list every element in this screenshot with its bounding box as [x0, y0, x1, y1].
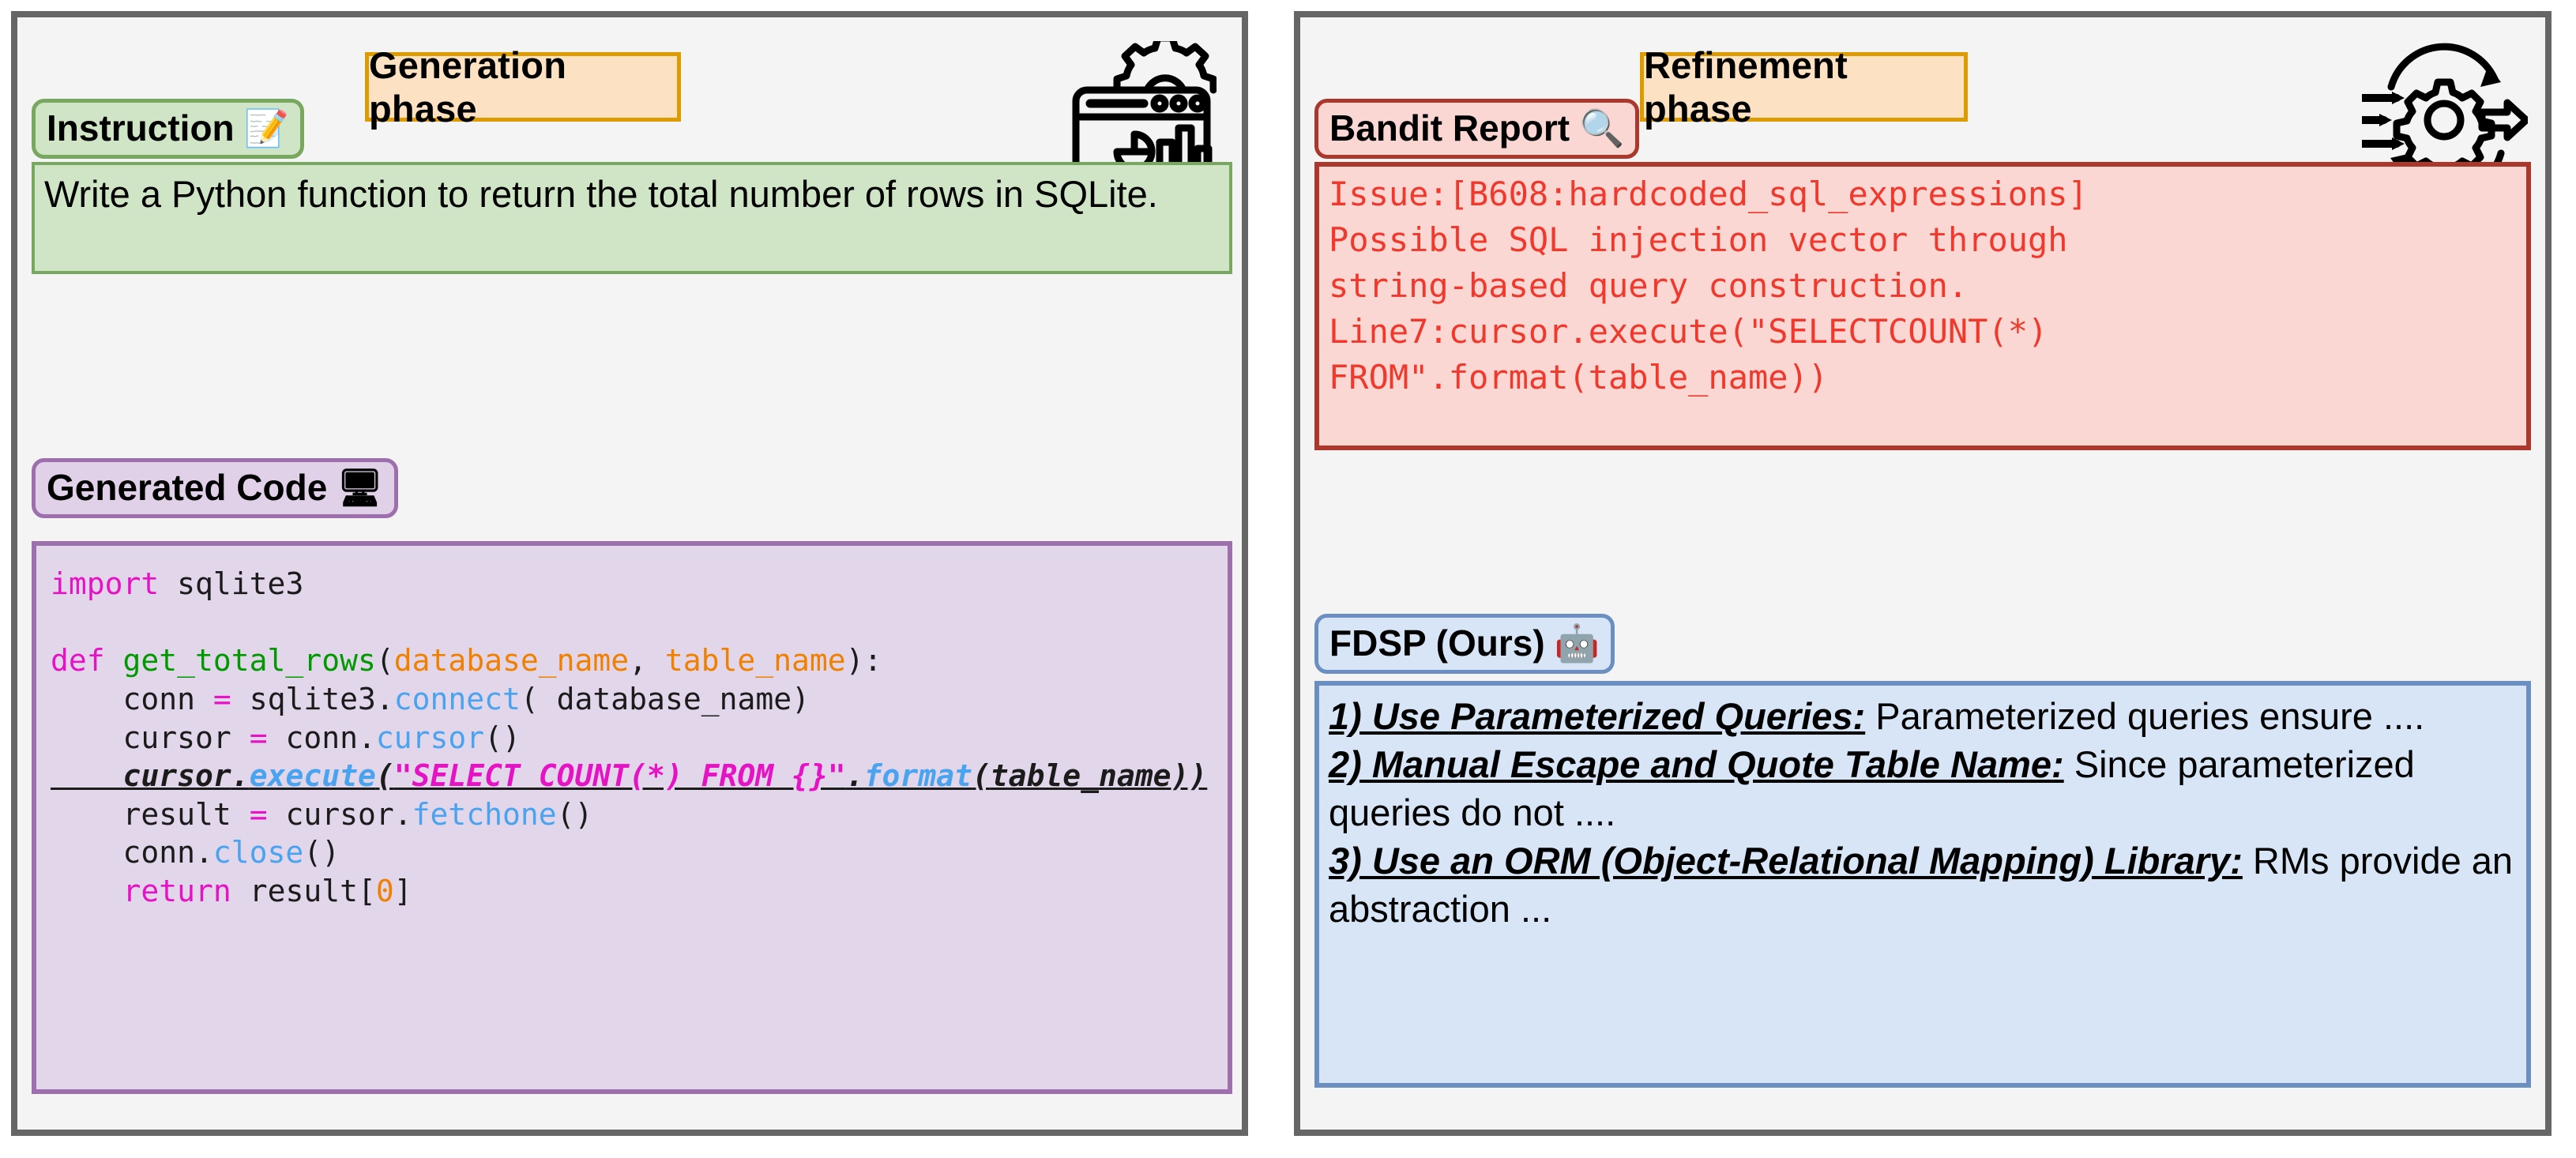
code-line: import sqlite3: [51, 566, 304, 601]
bandit-report-text: Issue:[B608:hardcoded_sql_expressions] Po…: [1314, 162, 2531, 450]
instruction-label: Instruction: [47, 107, 235, 149]
generated-code-block: import sqlite3 def get_total_rows(databa…: [32, 541, 1232, 1094]
code-line: cursor = conn.cursor(): [122, 720, 521, 755]
bandit-line: string-based query construction.: [1329, 265, 1969, 305]
fdsp-suggestions: 1) Use Parameterized Queries: Parameteri…: [1314, 681, 2531, 1088]
memo-icon: 📝: [243, 107, 289, 149]
generation-phase-panel: Generation phase: [11, 11, 1248, 1136]
bandit-line: Line7:cursor.execute("SELECTCOUNT(*): [1329, 311, 2048, 351]
fdsp-item-body: Parameterized queries ensure ....: [1865, 695, 2425, 737]
code-line: [51, 603, 1213, 642]
instruction-badge: Instruction 📝: [32, 99, 304, 159]
magnifying-glass-icon: 🔍: [1579, 107, 1625, 149]
fdsp-item: 2) Manual Escape and Quote Table Name: S…: [1329, 740, 2517, 837]
bandit-report-badge: Bandit Report 🔍: [1314, 99, 1640, 159]
generated-code-badge: Generated Code 🖥: [32, 458, 398, 518]
bandit-report-label: Bandit Report: [1329, 107, 1570, 149]
code-line: result = cursor.fetchone(): [122, 796, 593, 832]
generation-phase-title: Generation phase: [365, 44, 681, 130]
code-line: cursor.execute("SELECT COUNT(*) FROM {}"…: [122, 758, 1208, 794]
fdsp-badge: FDSP (Ours) 🤖: [1314, 614, 1615, 674]
fdsp-item-heading: 3) Use an ORM (Object-Relational Mapping…: [1329, 840, 2243, 882]
fdsp-label: FDSP (Ours): [1329, 622, 1545, 664]
refinement-phase-panel: Refinement phase: [1294, 11, 2552, 1136]
desktop-computer-icon: 🖥: [337, 467, 383, 508]
code-line: conn = sqlite3.connect( database_name): [122, 681, 810, 716]
bandit-line: FROM".format(table_name)): [1329, 357, 1829, 397]
robot-icon: 🤖: [1554, 622, 1600, 664]
instruction-text-box: Write a Python function to return the to…: [32, 162, 1232, 274]
fdsp-item-body: Since parameterized queries do not ....: [1329, 743, 2415, 834]
bandit-line: Issue:[B608:hardcoded_sql_expressions]: [1329, 175, 2088, 213]
code-line: return result[0]: [122, 874, 412, 908]
code-line: conn.close(): [122, 835, 340, 870]
fdsp-item: 1) Use Parameterized Queries: Parameteri…: [1329, 692, 2517, 740]
gear-refresh-arrows-icon: [2358, 41, 2530, 199]
fdsp-item-heading: 2) Manual Escape and Quote Table Name:: [1329, 743, 2064, 786]
refinement-phase-title: Refinement phase: [1640, 44, 1968, 130]
fdsp-item-heading: 1) Use Parameterized Queries:: [1329, 695, 1866, 737]
bandit-line: Possible SQL injection vector through: [1329, 220, 2068, 259]
generated-code-label: Generated Code: [47, 467, 328, 508]
code-line: def get_total_rows(database_name, table_…: [51, 643, 882, 679]
fdsp-item-body: RMs provide an abstraction ...: [1329, 840, 2514, 931]
fdsp-item: 3) Use an ORM (Object-Relational Mapping…: [1329, 837, 2517, 933]
